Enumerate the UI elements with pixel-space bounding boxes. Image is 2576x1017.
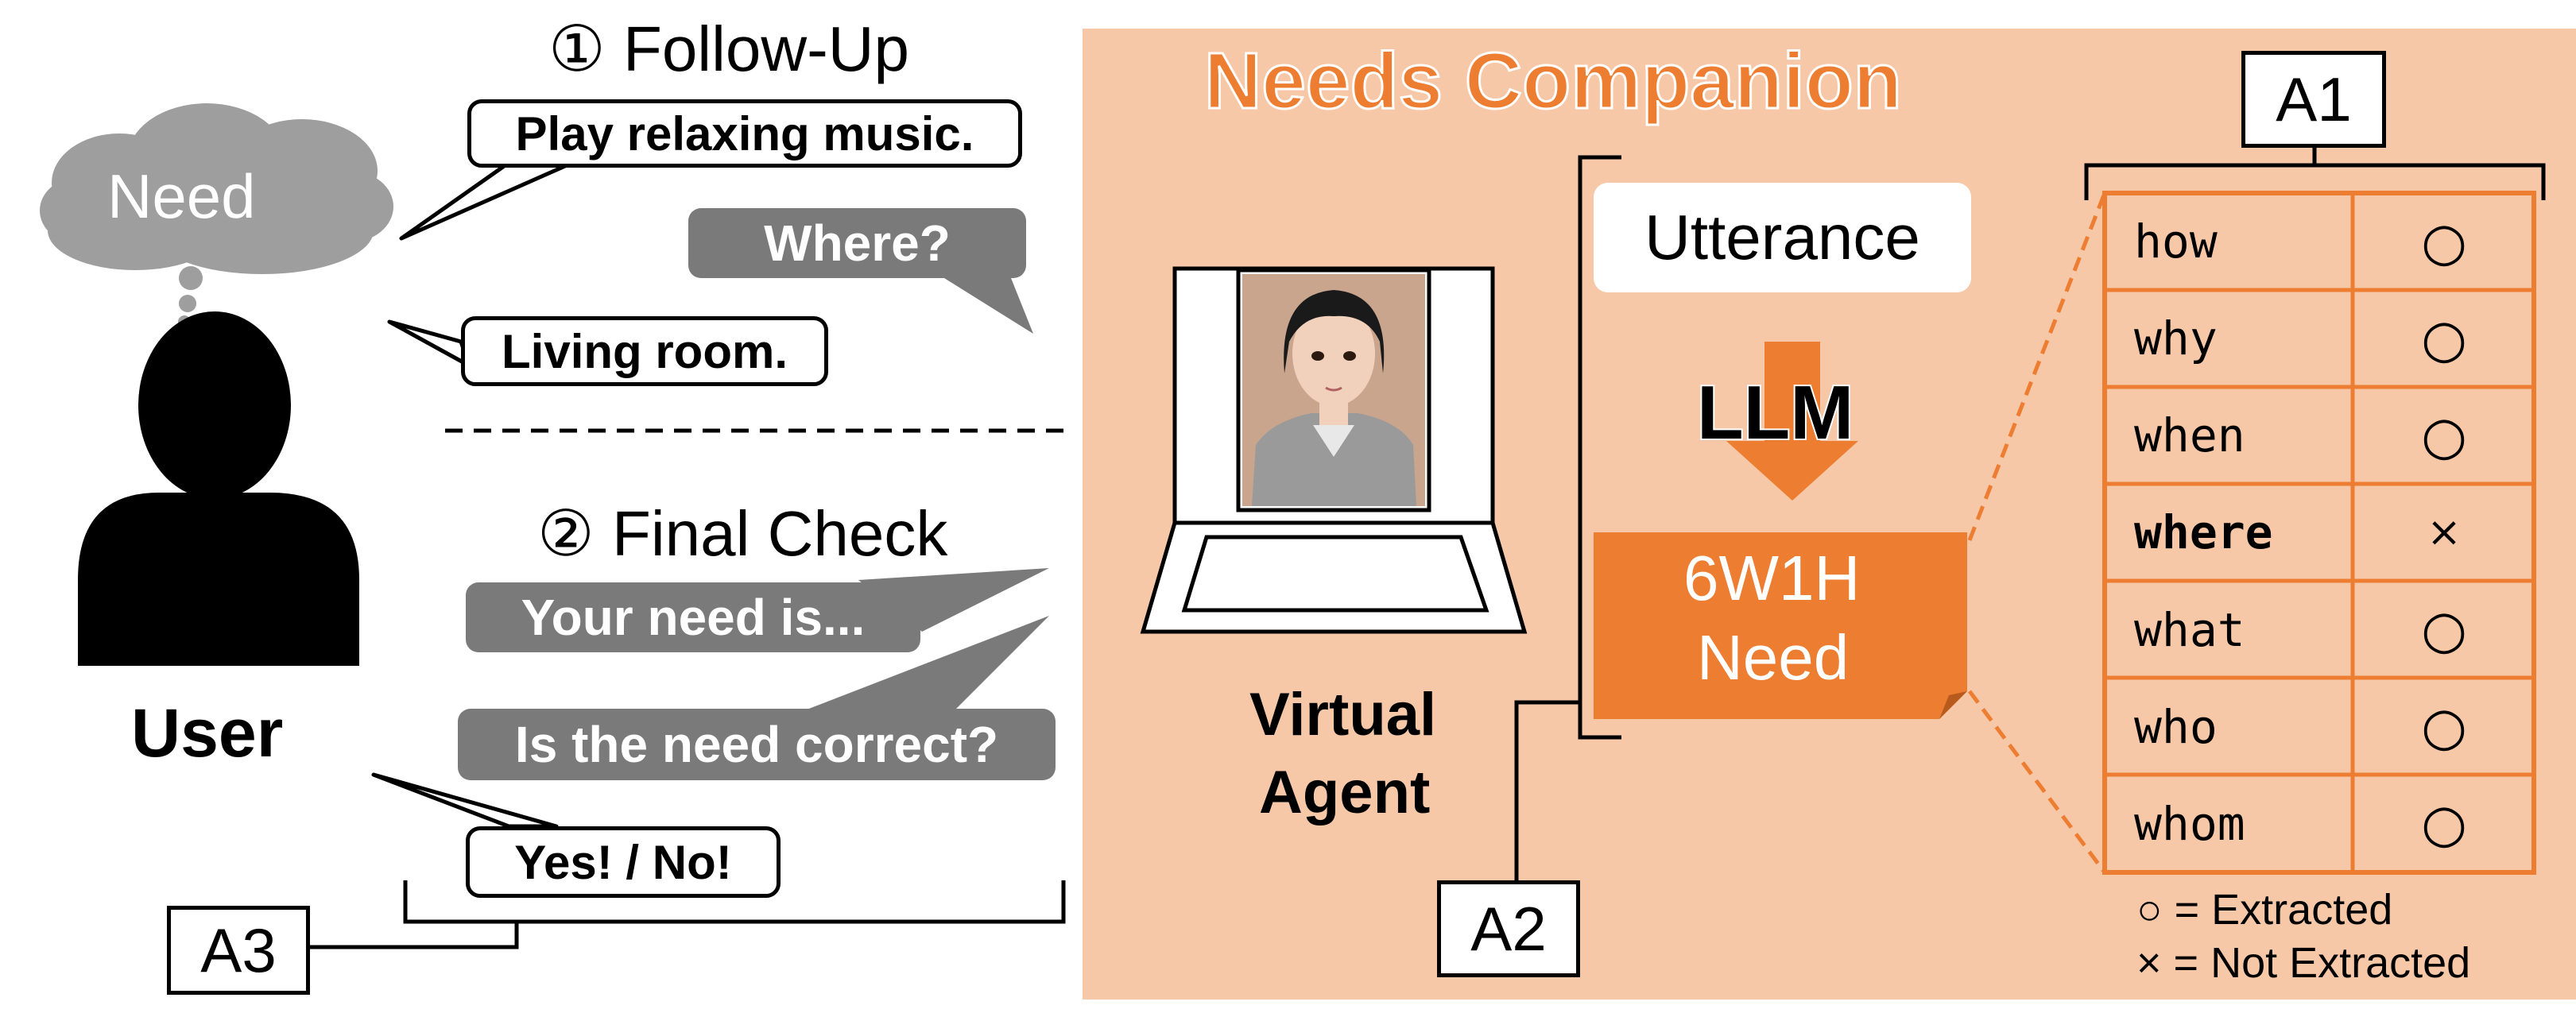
table-field-who: who (2134, 699, 2218, 754)
thought-cloud (40, 103, 393, 328)
table-field-how: how (2134, 215, 2218, 269)
tail-where (938, 274, 1033, 334)
table-mark-what: ○ (2421, 599, 2467, 661)
a3-bracket (310, 880, 1066, 949)
final-check-heading: ② Final Check (537, 498, 948, 569)
legend-extracted: ○ = Extracted (2136, 886, 2393, 934)
virtual-agent-label-line1: Virtual (1249, 681, 1437, 748)
need-note-shape (1594, 532, 1967, 719)
a2-label: A2 (1437, 880, 1580, 977)
table-mark-whom: ○ (2421, 793, 2467, 855)
a3-label: A3 (167, 906, 310, 995)
table-field-when: when (2134, 408, 2245, 463)
extraction-table-grid (2102, 191, 2536, 875)
a2-bracket (1514, 155, 1621, 882)
llm-arrow (1726, 342, 1858, 501)
user-silhouette (78, 311, 359, 666)
utterance-box: Utterance (1594, 183, 1971, 292)
table-field-whom: whom (2134, 796, 2245, 851)
a1-bracket (2084, 145, 2546, 200)
bubble-where: Where? (688, 208, 1026, 278)
needs-companion-title: Needs Companion (1203, 37, 1904, 126)
table-mark-why: ○ (2421, 307, 2467, 369)
table-mark-where: × (2427, 508, 2462, 557)
tail-is-correct (803, 616, 1049, 711)
tail-yes-no (371, 772, 559, 829)
bubble-yes-no: Yes! / No! (466, 826, 781, 898)
table-mark-when: ○ (2421, 404, 2467, 466)
legend-not-extracted: × = Not Extracted (2136, 939, 2471, 987)
user-label: User (131, 695, 284, 771)
table-field-what: what (2134, 602, 2245, 657)
bubble-play-music: Play relaxing music. (467, 99, 1022, 168)
bubble-is-correct: Is the need correct? (458, 709, 1056, 780)
table-field-where: where (2134, 505, 2273, 560)
table-field-why: why (2134, 311, 2218, 366)
need-note-line2: Need (1697, 622, 1850, 693)
connector-top (1967, 192, 2107, 541)
bubble-living-room: Living room. (461, 316, 828, 386)
tail-living-room (387, 319, 471, 368)
table-mark-who: ○ (2421, 696, 2467, 758)
bubble-your-need: Your need is... (466, 582, 920, 652)
follow-up-heading: ① Follow-Up (548, 14, 910, 84)
utterance-text: Utterance (1644, 202, 1920, 273)
tail-play-music (399, 160, 575, 241)
thought-need-text: Need (107, 161, 256, 231)
virtual-agent-portrait (1242, 274, 1425, 506)
table-mark-how: ○ (2421, 211, 2467, 273)
need-note-line1: 6W1H (1683, 543, 1861, 613)
a1-label: A1 (2241, 51, 2386, 148)
virtual-agent-label-line2: Agent (1259, 759, 1431, 826)
connector-bottom (1967, 690, 2107, 874)
llm-label: LLM (1695, 370, 1855, 455)
need-note-fold (1939, 691, 1967, 719)
